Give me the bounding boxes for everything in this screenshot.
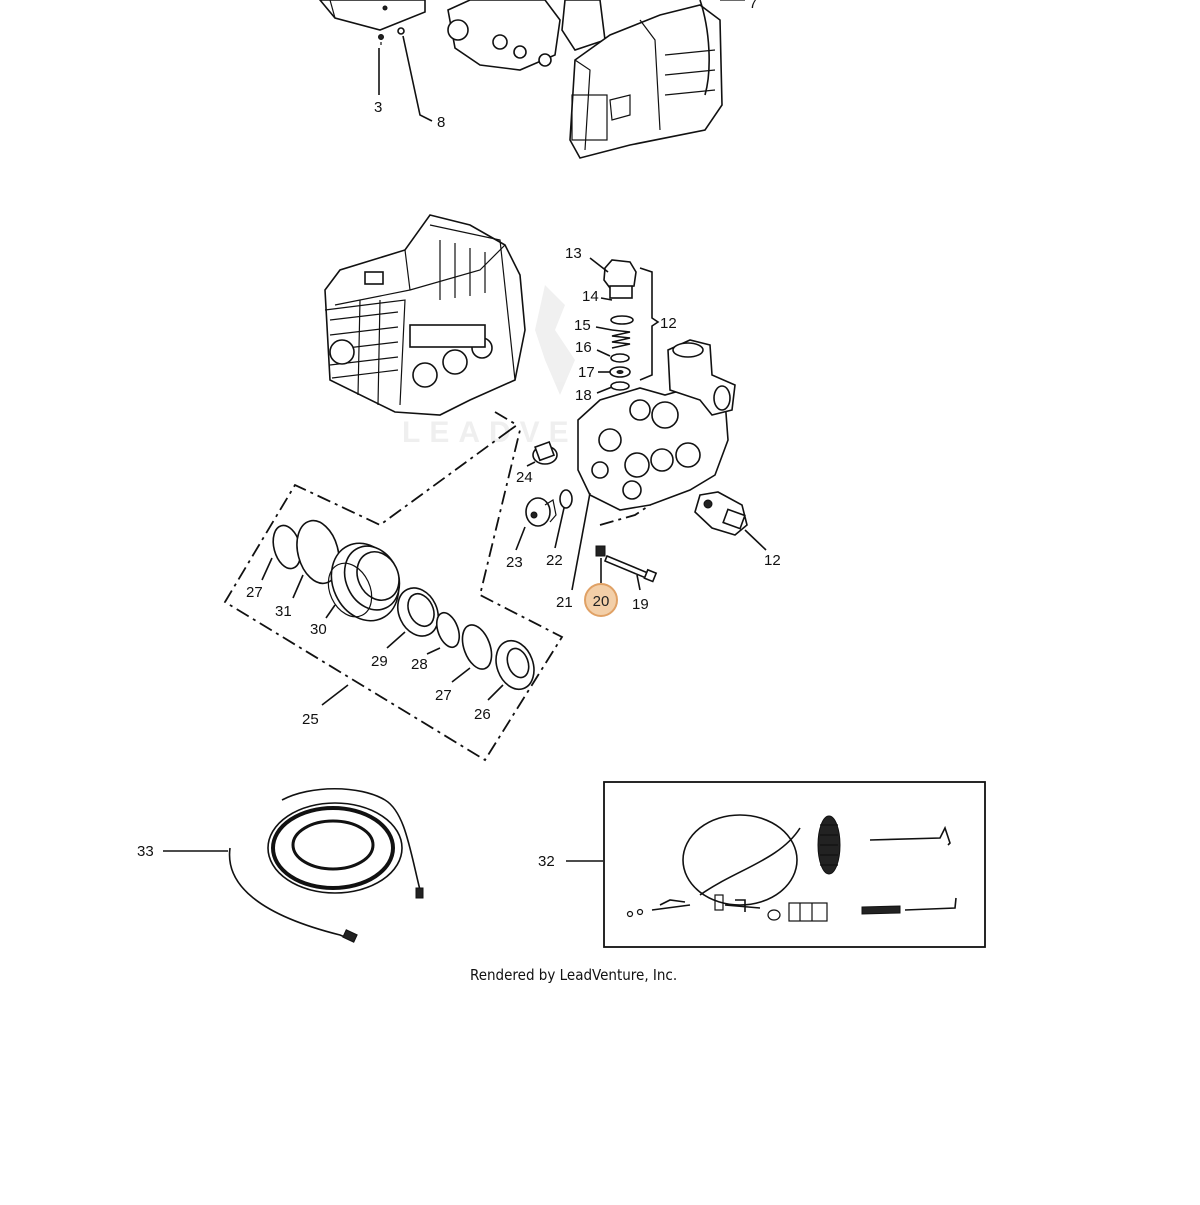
callout-30[interactable]: 30	[310, 621, 327, 638]
callout-12-right[interactable]: 12	[764, 552, 781, 569]
callout-21[interactable]: 21	[556, 594, 573, 611]
leader-22	[554, 507, 565, 549]
part-17-washer[interactable]	[609, 366, 631, 378]
callout-20-highlight[interactable]: 20	[584, 583, 618, 617]
leader-16	[596, 349, 611, 357]
leader-13	[589, 257, 609, 273]
callout-28[interactable]: 28	[411, 656, 428, 673]
callout-32[interactable]: 32	[538, 853, 555, 870]
part-8-ring[interactable]	[397, 27, 405, 35]
callout-22[interactable]: 22	[546, 552, 563, 569]
leader-30	[325, 604, 336, 619]
part-13-cap[interactable]	[603, 259, 637, 299]
callout-19[interactable]: 19	[632, 596, 649, 613]
part-3-screw[interactable]	[378, 34, 384, 46]
part-31-oring[interactable]	[290, 516, 345, 588]
callout-25[interactable]: 25	[302, 711, 319, 728]
callout-20[interactable]: 20	[593, 593, 610, 610]
part-18-oring[interactable]	[610, 381, 630, 391]
leader-19	[636, 574, 641, 591]
callout-8[interactable]: 8	[437, 114, 445, 131]
leader-24	[526, 461, 536, 467]
part-30-seal-retainer[interactable]	[319, 532, 411, 632]
leader-23	[515, 526, 526, 551]
part-33-hose[interactable]	[228, 788, 424, 943]
part-19-bolt[interactable]	[603, 554, 658, 583]
leader-27-right	[451, 667, 471, 683]
part-14-oring[interactable]	[610, 315, 634, 325]
assembly-line-12	[599, 504, 651, 526]
part-28-oring[interactable]	[432, 610, 463, 651]
callout-27-left[interactable]: 27	[246, 584, 263, 601]
leader-14	[600, 297, 613, 301]
callout-27-right[interactable]: 27	[435, 687, 452, 704]
part-24-plug[interactable]	[532, 441, 558, 465]
callout-16[interactable]: 16	[575, 339, 592, 356]
callout-18[interactable]: 18	[575, 387, 592, 404]
seal-kit-25-outline	[223, 411, 564, 762]
top-engine-assembly	[318, 0, 745, 159]
part-26-washer[interactable]	[490, 635, 541, 694]
callout-23[interactable]: 23	[506, 554, 523, 571]
callout-13[interactable]: 13	[565, 245, 582, 262]
leader-26	[487, 684, 504, 701]
callout-26[interactable]: 26	[474, 706, 491, 723]
callout-31[interactable]: 31	[275, 603, 292, 620]
part-27-oring-right[interactable]	[457, 621, 497, 673]
callout-7[interactable]: 7	[749, 0, 757, 12]
callout-29[interactable]: 29	[371, 653, 388, 670]
part-29-seal[interactable]	[390, 581, 446, 642]
part-12-unloader[interactable]	[694, 491, 748, 536]
part-23-valve[interactable]	[525, 497, 557, 527]
leader-25	[321, 684, 349, 706]
leader-21	[571, 492, 591, 591]
leader-15	[595, 326, 613, 331]
part-15-spring[interactable]	[611, 329, 631, 349]
callout-17[interactable]: 17	[578, 364, 595, 381]
pump-crankcase[interactable]	[324, 214, 526, 416]
part-22-oring[interactable]	[559, 489, 573, 509]
pump-manifold-part-21[interactable]	[577, 339, 736, 511]
part-20-nut[interactable]	[595, 545, 606, 557]
callout-3[interactable]: 3	[374, 99, 382, 116]
rendered-by-credit: Rendered by LeadVenture, Inc.	[470, 966, 677, 984]
leader-29	[386, 631, 406, 649]
callout-12-top[interactable]: 12	[660, 315, 677, 332]
callout-24[interactable]: 24	[516, 469, 533, 486]
callout-33[interactable]: 33	[137, 843, 154, 860]
callout-15[interactable]: 15	[574, 317, 591, 334]
leader-28	[426, 647, 441, 655]
part-16-seat[interactable]	[610, 353, 630, 363]
bracket-12	[639, 267, 660, 381]
leader-18	[596, 386, 613, 394]
kit-32-contents	[626, 814, 957, 922]
leader-8	[402, 35, 433, 122]
leader-27-left	[261, 557, 273, 581]
leader-31	[292, 574, 304, 599]
callout-14[interactable]: 14	[582, 288, 599, 305]
leader-12-right	[744, 529, 767, 551]
part-32-kit-box[interactable]	[603, 781, 986, 948]
